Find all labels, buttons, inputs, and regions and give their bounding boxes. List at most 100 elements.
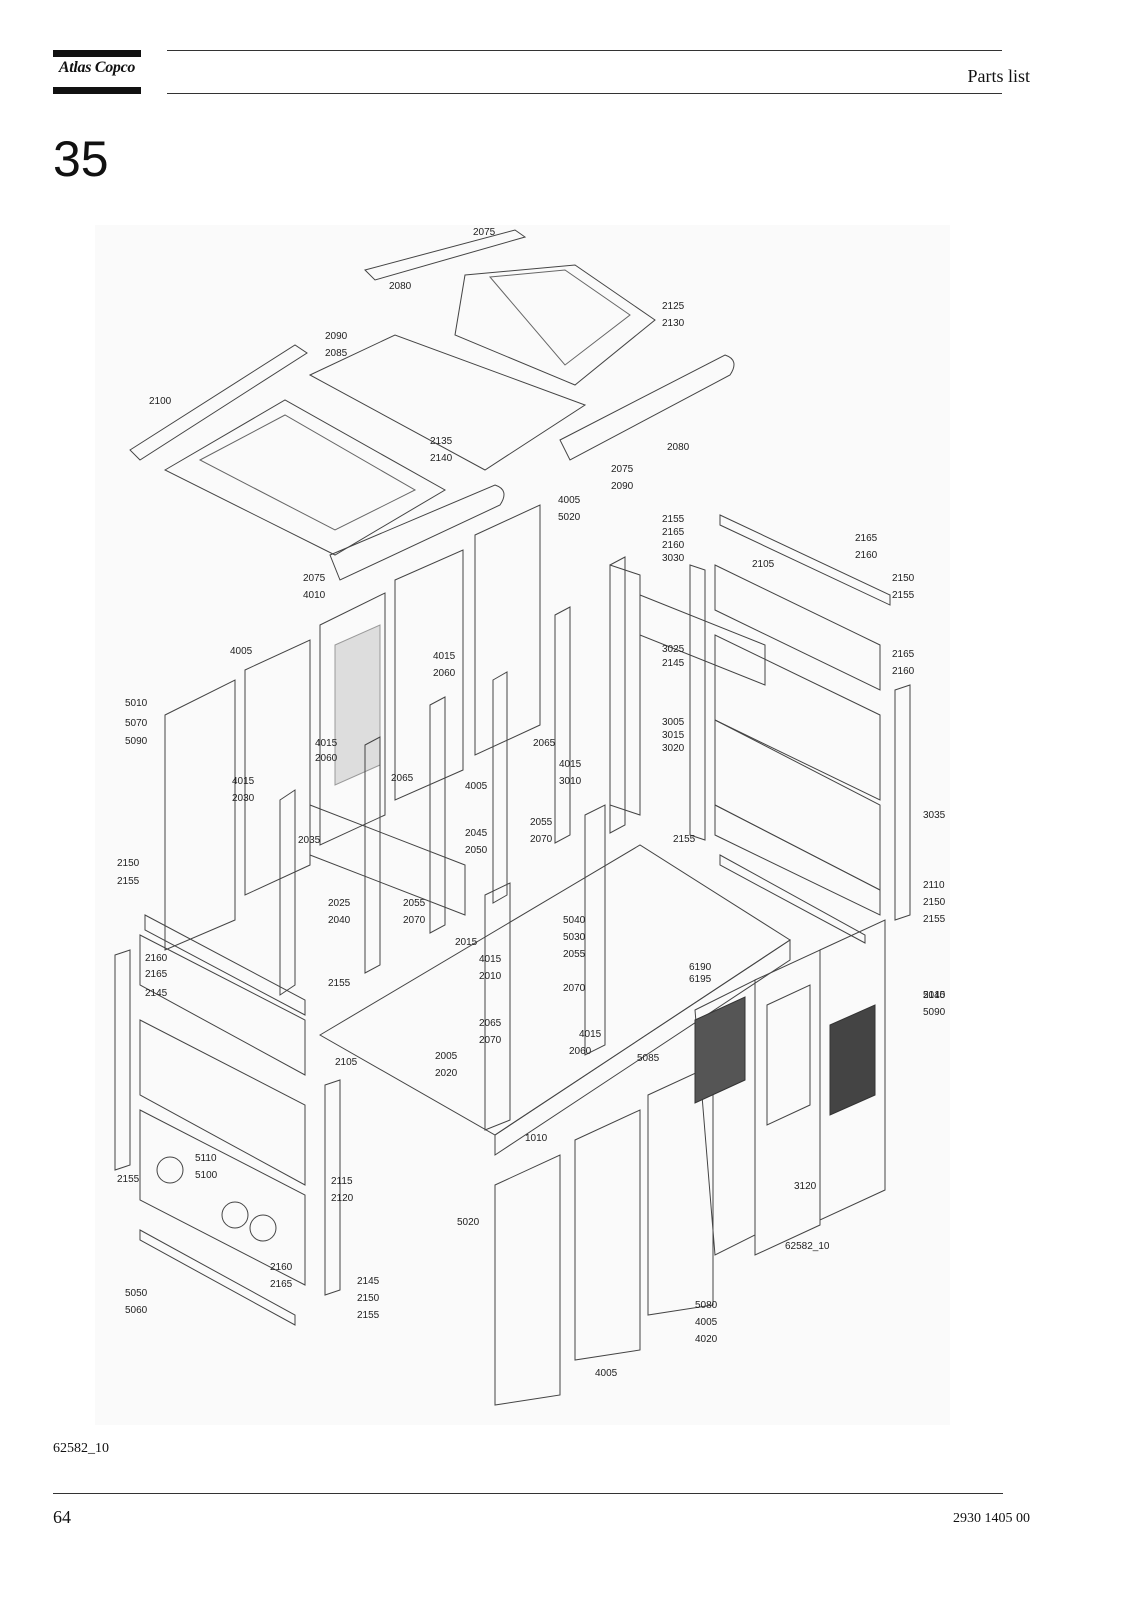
callout-label: 4005: [695, 1317, 718, 1328]
callout-label: 4005: [465, 781, 488, 792]
callout-label: 2065: [533, 738, 556, 749]
callout-label: 5020: [558, 512, 581, 523]
callout-label: 5060: [125, 1305, 148, 1316]
callout-label: 2115: [331, 1176, 353, 1187]
callout-label: 2135: [430, 436, 453, 447]
right-frame-post: [609, 564, 641, 816]
callout-label: 2015: [455, 937, 478, 948]
callout-label: 4015: [559, 759, 582, 770]
callout-label: 2035: [298, 835, 321, 846]
callout-label: 62582_10: [785, 1241, 830, 1252]
callout-label: 5090: [923, 1007, 946, 1018]
callout-label: 2065: [479, 1018, 502, 1029]
callout-label: 2060: [315, 753, 338, 764]
callout-label: 3020: [662, 743, 685, 754]
callout-label: 4005: [595, 1368, 618, 1379]
callout-label: 2025: [328, 898, 351, 909]
callout-label: 2165: [145, 969, 168, 980]
callout-label: 5020: [457, 1217, 480, 1228]
diagram-svg: 2075208021252130209020852100213521402080…: [95, 225, 950, 1425]
callout-label: 2010: [479, 971, 502, 982]
right-corner-post: [894, 684, 911, 921]
control-panel-window: [766, 984, 811, 1126]
callout-label: 2160: [892, 666, 915, 677]
callout-label: 2155: [923, 914, 946, 925]
callout-label: 2065: [391, 773, 414, 784]
callout-label: 2005: [435, 1051, 458, 1062]
callout-label: 2155: [117, 1174, 140, 1185]
callout-label: 2020: [435, 1068, 458, 1079]
callout-label: 2090: [325, 331, 348, 342]
callout-label: 2150: [117, 858, 140, 869]
cabinet-vent-grille: [829, 1004, 876, 1116]
front-door-middle: [574, 1109, 641, 1361]
header-rule-bottom: [167, 93, 1002, 94]
roof-cover-left: [329, 484, 505, 581]
callout-label: 2055: [530, 817, 553, 828]
callout-label: 4005: [230, 646, 253, 657]
frame-upright-2: [364, 736, 381, 974]
callout-label: 2145: [145, 988, 168, 999]
callout-label: 4010: [303, 590, 326, 601]
callout-label: 5050: [125, 1288, 148, 1299]
side-panel-3: [319, 592, 386, 846]
logo-bar-bottom: [53, 87, 141, 94]
callout-label: 2150: [892, 573, 915, 584]
callout-label: 2165: [662, 527, 685, 538]
front-door-right: [647, 1064, 714, 1316]
cross-beam: [309, 804, 466, 916]
callout-label: 5080: [695, 1300, 718, 1311]
front-right-post: [324, 1079, 341, 1296]
callout-label: 2050: [465, 845, 488, 856]
callout-label: 2090: [611, 481, 634, 492]
footer-rule: [53, 1493, 1003, 1494]
front-panel-hole-1: [156, 1156, 184, 1184]
frame-upright-5: [554, 606, 571, 844]
callout-label: 2060: [569, 1046, 592, 1057]
right-panel-4: [714, 804, 881, 916]
side-panel-2: [244, 639, 311, 896]
callout-label: 2150: [923, 897, 946, 908]
callout-label: 2145: [662, 658, 685, 669]
callout-label: 6195: [689, 974, 712, 985]
cabinet-door-right: [819, 919, 886, 1221]
section-number: 35: [53, 131, 109, 187]
callout-label: 2145: [923, 990, 946, 1001]
callout-label: 2160: [855, 550, 878, 561]
front-panel-bottom: [139, 1109, 306, 1286]
callout-label: 2120: [331, 1193, 354, 1204]
callout-label: 4015: [433, 651, 456, 662]
front-panel-hole-2: [221, 1201, 249, 1229]
cooler-grille: [694, 996, 746, 1104]
callout-label: 5030: [563, 932, 586, 943]
frame-upright-1: [279, 789, 296, 996]
callout-label: 2160: [145, 953, 168, 964]
callout-label: 2105: [335, 1057, 358, 1068]
callout-label: 5100: [195, 1170, 218, 1181]
roof-panel-center: [308, 334, 587, 471]
callout-label: 4015: [315, 738, 338, 749]
callout-label: 2150: [357, 1293, 380, 1304]
callout-label: 4020: [695, 1334, 718, 1345]
roof-panel-grille-right: [454, 264, 656, 386]
callout-label: 5110: [195, 1153, 217, 1164]
roof-panel-grille-left: [163, 399, 447, 556]
callout-label: 2165: [270, 1279, 293, 1290]
document-number: 2930 1405 00: [953, 1511, 1030, 1526]
callout-label: 2155: [662, 514, 685, 525]
callout-label: 2070: [403, 915, 426, 926]
callout-label: 2155: [328, 978, 351, 989]
right-top-rail: [719, 514, 891, 606]
front-panel-middle: [139, 1019, 306, 1186]
callout-labels: 2075208021252130209020852100213521402080…: [117, 227, 946, 1379]
callout-label: 5010: [923, 990, 946, 1001]
front-panel-top: [139, 934, 306, 1076]
figure-reference: 62582_10: [53, 1441, 109, 1456]
header-rule-top: [167, 50, 1002, 51]
front-door-left: [494, 1154, 561, 1406]
callout-label: 2075: [303, 573, 326, 584]
base-frame-edge: [494, 939, 791, 1156]
side-panel-1: [164, 679, 236, 951]
callout-label: 5010: [125, 698, 148, 709]
callout-label: 2055: [563, 949, 586, 960]
